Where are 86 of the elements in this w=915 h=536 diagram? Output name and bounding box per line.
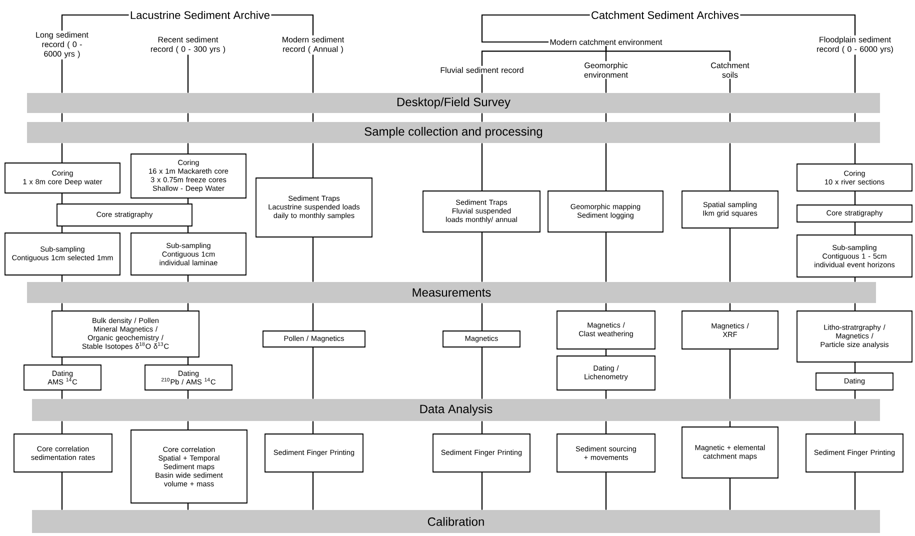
connector-line: [187, 143, 189, 154]
column-heading: Floodplain sediment record ( 0 - 6000 yrs): [817, 36, 893, 54]
connector-line: [187, 303, 189, 311]
connector-line: [61, 357, 63, 365]
connector-line: [481, 143, 483, 191]
connector-line: [187, 390, 189, 399]
connector-line: [481, 472, 483, 510]
connector-line: [481, 74, 483, 93]
connector-line: [605, 232, 607, 282]
connector-line: [605, 78, 607, 93]
connector-line: [854, 421, 856, 434]
connector-line: [61, 59, 63, 93]
column-heading: Long sediment record ( 0 - 6000 yrs ): [36, 32, 88, 58]
column-heading: Catchment soils: [711, 62, 750, 78]
stage-band: Data Analysis: [32, 399, 880, 421]
connector-line: [312, 113, 314, 122]
connector-line: [481, 347, 483, 399]
stage-band: Sample collection and processing: [27, 122, 880, 143]
connector-line: [605, 472, 607, 510]
column-heading: Fluvial sediment record: [440, 67, 524, 73]
connector-line: [729, 478, 731, 510]
connector-line: [187, 421, 189, 430]
stage-band: Measurements: [27, 282, 876, 303]
connector-line: [271, 14, 314, 36]
connector-line: [605, 46, 731, 62]
connector-line: [854, 277, 856, 282]
connector-line: [854, 191, 856, 205]
group-heading: Lacustrine Sediment Archive: [130, 10, 270, 20]
connector-line: [61, 113, 63, 122]
connector-line: [605, 143, 607, 191]
connector-line: [729, 303, 731, 311]
connector-line: [605, 390, 607, 399]
connector-line: [61, 390, 63, 399]
column-heading: Modern catchment environment: [550, 39, 662, 45]
column-heading: Modern sediment record ( Annual ): [282, 36, 344, 54]
connector-line: [481, 421, 483, 434]
connector-line: [187, 503, 189, 510]
column-heading: Geomorphic environment: [584, 62, 628, 78]
connector-line: [605, 421, 607, 434]
connector-line: [854, 143, 856, 164]
connector-line: [312, 54, 314, 93]
stage-band: Calibration: [32, 510, 880, 533]
column-heading: Recent sediment record ( 0 - 300 yrs ): [150, 36, 226, 54]
connector-line: [481, 113, 483, 122]
connector-line: [854, 303, 856, 311]
connector-line: [61, 226, 63, 233]
connector-line: [605, 113, 607, 122]
connector-line: [187, 275, 189, 282]
connector-line: [481, 232, 483, 282]
connector-line: [312, 472, 314, 510]
connector-line: [61, 193, 63, 204]
connector-line: [61, 472, 63, 510]
connector-line: [729, 421, 731, 427]
connector-line: [187, 113, 189, 122]
connector-line: [854, 390, 856, 399]
group-heading: Catchment Sediment Archives: [592, 10, 739, 20]
connector-line: [312, 347, 314, 399]
connector-line: [187, 226, 189, 233]
connector-line: [187, 54, 189, 93]
connector-line: [729, 143, 731, 191]
connector-line: [729, 349, 731, 399]
connector-line: [312, 303, 314, 331]
connector-line: [187, 198, 189, 204]
connector-line: [61, 143, 63, 163]
connector-line: [854, 113, 856, 122]
connector-line: [312, 143, 314, 178]
connector-line: [729, 78, 731, 93]
connector-line: [312, 421, 314, 434]
connector-line: [312, 237, 314, 282]
connector-line: [854, 54, 856, 93]
connector-line: [729, 113, 731, 122]
connector-line: [854, 222, 856, 235]
connector-line: [61, 14, 129, 31]
connector-line: [729, 228, 731, 282]
connector-line: [61, 275, 63, 282]
stage-band: Desktop/Field Survey: [27, 93, 880, 113]
connector-line: [481, 14, 590, 43]
connector-line: [187, 357, 189, 365]
connector-line: [605, 303, 607, 311]
connector-line: [854, 472, 856, 510]
connector-line: [481, 303, 483, 331]
connector-line: [61, 421, 63, 434]
connector-line: [740, 14, 856, 36]
connector-line: [61, 303, 63, 311]
connector-line: [854, 362, 856, 373]
connector-line: [605, 349, 607, 356]
